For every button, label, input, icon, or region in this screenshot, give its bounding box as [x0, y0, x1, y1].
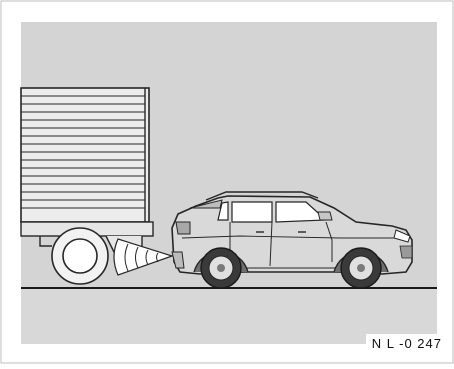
trailer-wheel-icon [52, 228, 108, 284]
truck-trailer-icon [21, 88, 153, 252]
figure-code-label: N L -0 247 [366, 334, 448, 355]
